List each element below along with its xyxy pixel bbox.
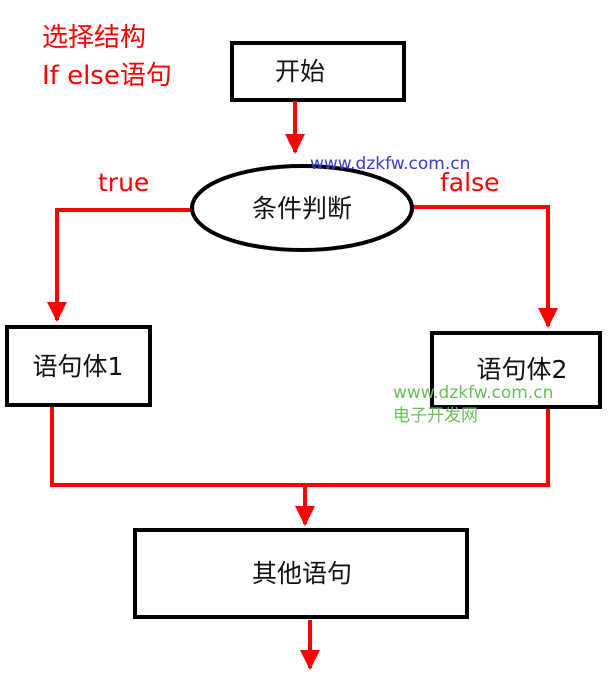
- body1-label: 语句体1: [33, 352, 124, 381]
- body2-label: 语句体2: [477, 355, 568, 384]
- watermark-url-blue: www.dzkfw.com.cn: [310, 154, 470, 174]
- condition-node: 条件判断: [190, 164, 414, 252]
- arrow-true-branch: [47, 208, 192, 322]
- start-label: 开始: [275, 57, 325, 86]
- body1-node: 语句体1: [5, 325, 152, 407]
- other-label: 其他语句: [252, 559, 352, 588]
- merge-line: [50, 407, 550, 487]
- false-label: false: [440, 168, 499, 197]
- watermark-url-green: www.dzkfw.com.cn: [393, 383, 553, 403]
- condition-label: 条件判断: [252, 194, 352, 223]
- true-label: true: [98, 168, 149, 197]
- body2-node: 语句体2: [430, 331, 602, 409]
- start-node: 开始: [230, 41, 406, 102]
- diagram-title: 选择结构: [42, 23, 146, 53]
- arrow-false-branch: [413, 205, 558, 328]
- watermark-site-name: 电子开发网: [393, 406, 478, 426]
- other-node: 其他语句: [133, 528, 469, 619]
- diagram-subtitle: If else语句: [42, 61, 172, 91]
